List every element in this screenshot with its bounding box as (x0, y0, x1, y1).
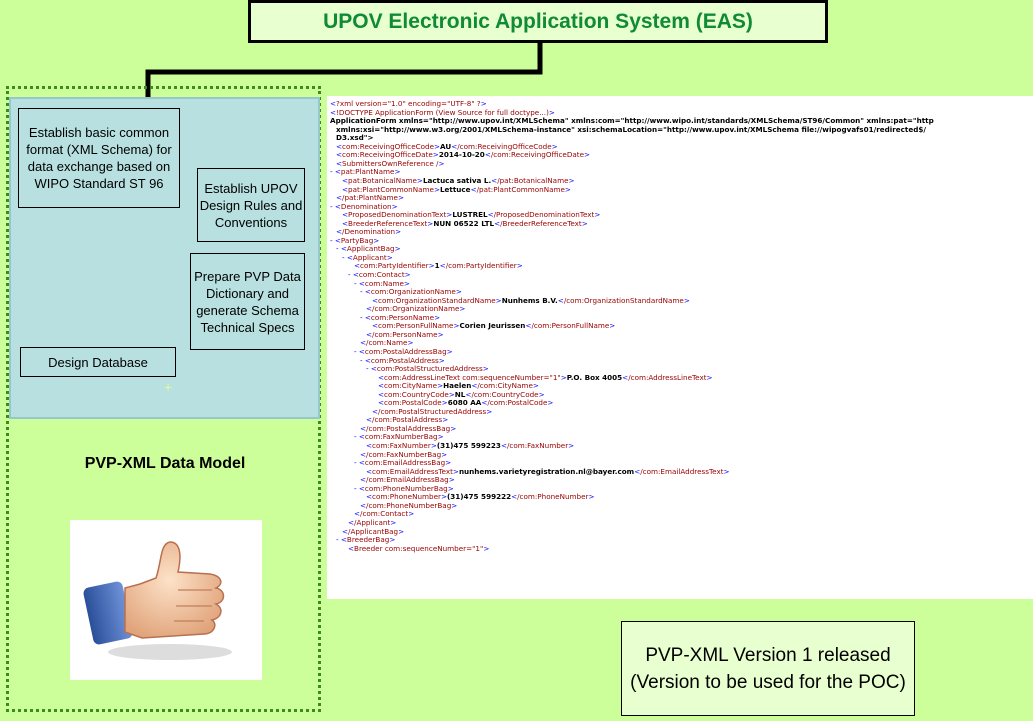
xml-document-view: <?xml version="1.0" encoding="UTF-8" ?><… (327, 96, 1033, 599)
xml-line: <com:PhoneNumber>(31)475 599222</com:Pho… (366, 492, 595, 502)
xml-line: D3.xsd"> (336, 133, 374, 143)
xml-line: <Breeder com:sequenceNumber="1"> (348, 543, 490, 553)
xml-line: </pat:PlantName> (336, 193, 405, 203)
xml-line: - <com:PostalAddress> (360, 355, 445, 365)
xml-line: <?xml version="1.0" encoding="UTF-8" ?> (330, 99, 487, 108)
xml-line: - <BreederBag> (336, 535, 396, 545)
release-line-1: PVP-XML Version 1 released (645, 644, 891, 666)
xml-line: <com:ReceivingOfficeDate>2014-10-20</com… (336, 150, 591, 160)
title-banner: UPOV Electronic Application System (EAS) (248, 0, 828, 43)
xml-line: - <com:PersonName> (360, 312, 441, 322)
release-callout: PVP-XML Version 1 released (Version to b… (621, 621, 915, 716)
xml-line: - <com:Name> (354, 278, 410, 288)
xml-line: </com:OrganizationName> (366, 304, 466, 314)
xml-line: - <com:EmailAddressBag> (354, 458, 452, 468)
xml-line: - <pat:PlantName> (330, 167, 401, 177)
node-data-dictionary: Prepare PVP Data Dictionary and generate… (190, 253, 305, 350)
xml-line: <com:ReceivingOfficeCode>AU</com:Receivi… (336, 141, 558, 151)
xml-line: <com:CityName>Haelen</com:CityName> (378, 381, 539, 391)
xml-line: - <PartyBag> (330, 235, 380, 245)
xml-line: <BreederReferenceText>NUN 06522 LTL</Bre… (342, 218, 588, 228)
data-model-label: PVP-XML Data Model (84, 455, 246, 472)
xml-line: </com:PhoneNumberBag> (360, 500, 458, 510)
xml-line: <com:AddressLineText com:sequenceNumber=… (378, 372, 713, 382)
xml-line: </com:PostalStructuredAddress> (372, 406, 493, 416)
title-connector (145, 43, 543, 99)
xml-line: - <ApplicantBag> (336, 244, 401, 254)
xml-line: </Denomination> (336, 227, 402, 237)
xml-line: - <com:FaxNumberBag> (354, 432, 444, 442)
xml-line: - <com:PostalAddressBag> (354, 346, 453, 356)
xml-line: <com:OrganizationStandardName>Nunhems B.… (372, 295, 690, 305)
xml-line: </com:PostalAddress> (366, 415, 449, 425)
plus-marker-icon: + (164, 379, 173, 395)
thumbs-up-icon (83, 541, 232, 660)
release-line-2: (Version to be used for the POC) (630, 671, 906, 693)
xml-line: </com:FaxNumberBag> (360, 449, 448, 459)
xml-line: </com:PersonName> (366, 329, 444, 339)
xml-line: <com:PersonFullName>Corien Jeurissen</co… (372, 321, 616, 331)
xml-line: </ApplicantBag> (342, 526, 405, 536)
thumbs-up-image (70, 520, 262, 680)
xml-line: - <com:PhoneNumberBag> (354, 483, 454, 493)
xml-line: </Applicant> (348, 517, 397, 527)
xml-line: </com:EmailAddressBag> (360, 475, 455, 485)
xml-line: </com:PostalAddressBag> (360, 423, 457, 433)
xml-line: - <com:OrganizationName> (360, 287, 462, 297)
xml-line: <com:CountryCode>NL</com:CountryCode> (378, 389, 545, 399)
node-basic-format: Establish basic common format (XML Schem… (18, 108, 180, 208)
xml-line: - <Denomination> (330, 201, 398, 211)
xml-line: <com:FaxNumber>(31)475 599223</com:FaxNu… (366, 441, 575, 450)
xml-line: <!DOCTYPE ApplicationForm (View Source f… (330, 107, 555, 117)
xml-line: <com:PostalCode>6080 AA</com:PostalCode> (378, 398, 554, 408)
xml-line: <pat:BotanicalName>Lactuca sativa L.</pa… (342, 175, 575, 185)
xml-line: <SubmittersOwnReference /> (336, 158, 445, 168)
xml-line: - <Applicant> (342, 252, 393, 262)
xml-line: <pat:PlantCommonName>Lettuce</pat:PlantC… (342, 184, 571, 194)
xml-line: ApplicationForm xmlns="http://www.upov.i… (330, 116, 934, 126)
xml-line: - <com:Contact> (348, 270, 411, 279)
xml-line: <com:PartyIdentifier>1</com:PartyIdentif… (354, 261, 523, 271)
node-design-database: Design Database (20, 347, 176, 377)
node-design-rules: Establish UPOV Design Rules and Conventi… (197, 168, 305, 242)
xml-line: </com:Name> (360, 338, 414, 348)
xml-line: <com:EmailAddressText>nunhems.varietyreg… (366, 466, 730, 476)
xml-line: xmlns:xsi="http://www.w3.org/2001/XMLSch… (336, 124, 926, 134)
xml-line: </com:Contact> (354, 509, 415, 519)
xml-line: <ProposedDenominationText>LUSTREL</Propo… (342, 210, 601, 220)
xml-line: - <com:PostalStructuredAddress> (366, 364, 489, 374)
